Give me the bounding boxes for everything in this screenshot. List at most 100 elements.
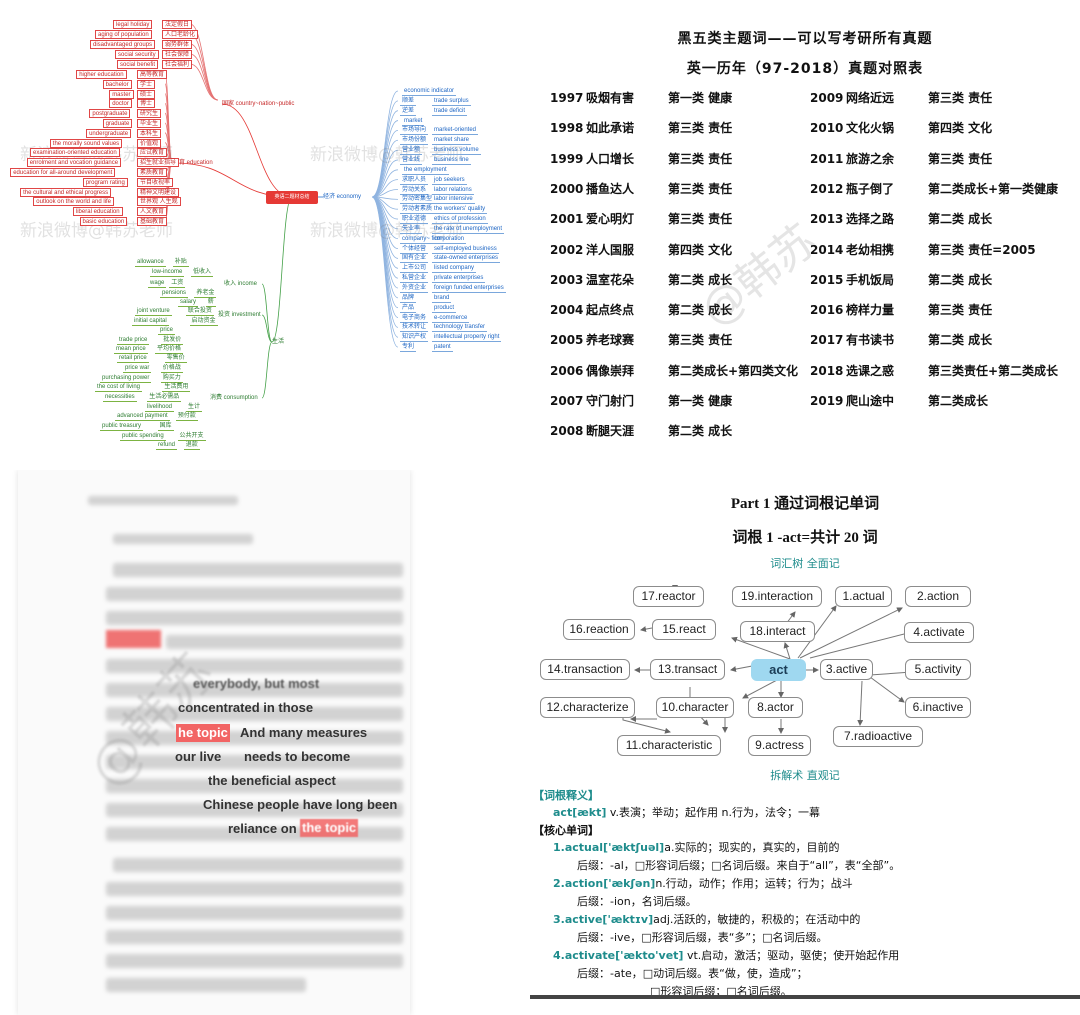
mindmap-node: 劳动关系 <box>400 186 429 195</box>
mindmap-node: market share <box>432 137 472 146</box>
mindmap-node: higher education <box>76 70 127 79</box>
mindmap-node: allowance <box>135 259 166 267</box>
mindmap-node: 世界观 人生观 <box>137 197 181 207</box>
row-year: 2016 <box>810 303 844 318</box>
mindmap-node: job seekers <box>432 176 467 185</box>
mindmap-node: 国有企业 <box>400 255 429 264</box>
mindmap-node: self-employed business <box>432 245 499 254</box>
mindmap-node: bachelor <box>102 79 132 89</box>
mindmap-node: joint venture <box>135 308 172 316</box>
row-year: 2010 <box>810 121 844 136</box>
mindmap-node: trade deficit <box>432 107 468 116</box>
mindmap-node: foreign funded enterprises <box>432 285 506 293</box>
mindmap-node: labor intensive <box>432 196 475 205</box>
core-word-note: 后缀：-al，□形容词后缀；□名词后缀。来自于“all”，表“全部”。 <box>577 859 901 872</box>
mindmap-node: outlook on the world and life <box>33 197 115 207</box>
word-node: 13.transact <box>650 659 725 680</box>
mindmap-node: 人文教育 <box>137 207 168 217</box>
row-category: 第三类 责任 <box>928 303 993 318</box>
mindmap-node: 素质教育 <box>137 168 168 177</box>
row-topic: 如此承诺 <box>586 121 635 136</box>
mindmap-node: 知识产权 <box>400 334 429 343</box>
mindmap-node: 节目收视率 <box>137 177 174 187</box>
row-year: 2000 <box>550 181 584 196</box>
mindmap-node: 私营企业 <box>400 275 429 284</box>
mindmap-node: 养老金 <box>194 290 217 298</box>
row-category: 第二类 成长 <box>668 303 733 318</box>
mindmap-node: 国库 <box>157 423 174 431</box>
readable-text: concentrated in those <box>178 700 314 715</box>
mindmap-node: 启动资金 <box>189 318 218 326</box>
mindmap-node: corporation <box>432 235 467 244</box>
row-year: 2003 <box>550 272 584 287</box>
mindmap-node: trade surplus <box>432 97 471 106</box>
row-topic: 洋人国服 <box>586 242 635 257</box>
row-topic: 爱心明灯 <box>586 212 635 227</box>
word-node: 14.transaction <box>540 659 630 680</box>
mindmap-node: state-owned enterprises <box>432 255 501 264</box>
readable-text: our live <box>175 749 222 764</box>
mindmap-node: the workers' quality <box>432 206 488 215</box>
mindmap-node: 公共开支 <box>177 433 206 441</box>
row-year: 2006 <box>550 363 584 378</box>
root-word: act[ækt] <box>553 806 607 819</box>
blurred-page-panel: everybody, but most concentrated in thos… <box>0 470 530 1015</box>
row-category: 第二类成长 <box>928 394 989 408</box>
blurred-text <box>106 779 403 793</box>
word-node: 19.interaction <box>732 586 822 607</box>
row-category: 第一类 健康 <box>668 91 733 105</box>
mindmap-node: 职业道德 <box>400 216 429 225</box>
mindmap-node: pensions <box>160 290 189 298</box>
mindmap-node: 应试教育 <box>137 148 168 158</box>
readable-text: reliance on <box>228 821 297 836</box>
word-node: 9.actress <box>748 735 811 756</box>
mindmap-connector <box>261 341 273 399</box>
mindmap-node: 毕业生 <box>137 119 162 128</box>
row-category: 第四类 文化 <box>668 242 733 257</box>
branch-consumption: 消费 consumption <box>210 395 258 401</box>
readable-text: Chinese people have long been <box>203 797 398 812</box>
mindmap-node: e-commerce <box>432 314 470 323</box>
mindmap-node: market-oriented <box>432 127 479 136</box>
row-topic: 选择之路 <box>846 212 895 227</box>
blurred-text <box>166 635 403 649</box>
mindmap-node: 博士 <box>137 99 156 109</box>
mindmap-node: refund <box>156 442 178 450</box>
core-word-note: 后缀：-ive，□形容词后缀，表“多”；□名词后缀。 <box>577 931 828 944</box>
branch-life: 生活 <box>272 339 285 345</box>
mindmap-node: 联合投资 <box>185 308 214 316</box>
mindmap-node: education for all-around development <box>10 168 116 177</box>
row-topic: 老幼相携 <box>846 242 895 257</box>
mindmap-node: 工资 <box>169 280 186 288</box>
row-category: 第二类 成长 <box>668 424 733 439</box>
mindmap-node: disadvantaged groups <box>90 40 156 49</box>
mindmap-node: ethics of profession <box>432 216 488 225</box>
row-category: 第二类成长+第四类文化 <box>668 363 799 378</box>
row-year: 2014 <box>810 242 844 257</box>
core-word-def: vt.启动，激活；驱动，驱使；使开始起作用 <box>683 949 900 962</box>
row-topic: 温室花朵 <box>586 272 635 287</box>
mindmap-node: 外资企业 <box>400 285 429 293</box>
mindmap-node: undergraduate <box>86 128 132 138</box>
row-category: 第二类 成长 <box>928 212 993 227</box>
section-heading: 【核心单词】 <box>533 824 599 837</box>
mindmap-node: the morally sound values <box>49 138 123 148</box>
mindmap-node: aging of population <box>95 30 152 39</box>
mindmap-node: program rating <box>82 177 128 187</box>
row-year: 2018 <box>810 363 844 378</box>
mindmap-panel: 新浪微博@韩苏老师 新浪微博@韩苏老师 新浪微博@韩苏老师 新浪微博@韩苏老师 … <box>0 0 530 470</box>
mindmap-node: advanced payment <box>115 413 170 421</box>
mindmap-node: 上市公司 <box>400 265 429 274</box>
branch-education: 教育 education <box>173 160 213 166</box>
row-topic: 网络近远 <box>846 91 895 105</box>
mindmap-node: 生活必需品 <box>147 394 182 402</box>
